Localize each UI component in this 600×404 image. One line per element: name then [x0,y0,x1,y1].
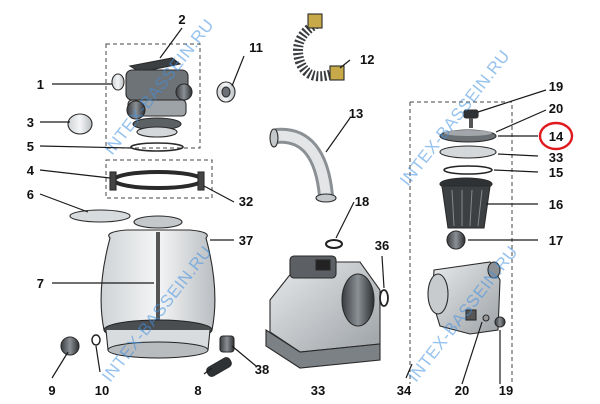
drain-plug [206,357,232,377]
callout-33: 33 [311,383,325,398]
callout-20-bottom: 20 [455,383,469,398]
callout-12: 12 [360,52,374,67]
callout-34: 34 [397,383,412,398]
strainer-lid [439,145,497,159]
drain-o-ring [91,334,101,346]
callout-33-top: 33 [549,150,563,165]
strainer-knob [463,109,479,128]
callout-13: 13 [349,106,363,121]
watermark-text: INTEX-BASSEIN.RU [396,46,514,189]
callout-18: 18 [355,194,369,209]
tank-clamp [109,170,205,191]
callout-8: 8 [194,383,201,398]
highlight-circle [538,121,574,151]
strainer-basket [439,177,493,229]
callout-36: 36 [375,238,389,253]
valve-cap [67,113,93,135]
lid-o-ring [443,165,493,175]
valve-assembly-frame [105,43,213,199]
pressure-gauge [111,73,125,91]
callout-10: 10 [95,383,109,398]
callout-17: 17 [549,233,563,248]
pump-connector [446,230,466,250]
callout-5: 5 [27,139,34,154]
watermark-text: INTEX-BASSEIN.RU [404,242,522,385]
sand-filter-tank [100,215,216,359]
drain-screw [482,314,506,328]
callout-3: 3 [27,115,34,130]
pump-motor [265,255,381,369]
multiport-valve [125,57,193,138]
elbow-pipe [269,127,337,203]
callout-19-top: 19 [549,79,563,94]
callout-6: 6 [27,187,34,202]
leader-lines [39,27,547,385]
callout-32: 32 [239,194,253,209]
callout-4: 4 [27,163,35,178]
diffuser-plate [69,209,131,223]
pump-housing [427,261,501,335]
callout-1: 1 [37,77,44,92]
callout-2: 2 [178,12,185,27]
callout-20-top: 20 [549,101,563,116]
callout-16: 16 [549,197,563,212]
callout-9: 9 [48,383,55,398]
callout-38: 38 [255,362,269,377]
callout-19-bottom: 19 [499,383,513,398]
lid-ring [439,129,497,143]
drain-fitting [219,335,235,353]
elbow-o-ring [325,239,343,249]
valve-o-ring [130,142,184,152]
callout-11: 11 [249,40,263,55]
callout-15: 15 [549,165,563,180]
flex-hose [293,13,345,82]
callout-14: 14 [549,129,564,144]
callout-37: 37 [239,233,253,248]
valve-connector [216,81,236,103]
pump-assembly-frame [409,101,513,384]
motor-o-ring [379,289,389,307]
callout-7: 7 [37,276,44,291]
callout-labels: 1 2 3 5 4 6 7 8 9 10 11 12 13 14 33 15 1… [27,12,564,398]
drain-cap [60,336,80,356]
